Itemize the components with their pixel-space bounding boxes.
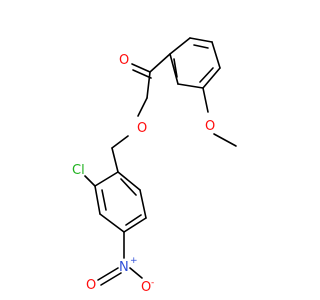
methoxy-oxygen-label: O [205,119,215,134]
bond [149,53,171,73]
bond [97,267,119,281]
bond [202,67,221,89]
bond [199,67,214,83]
bond [132,69,152,79]
bond [177,83,204,89]
bond [137,97,148,117]
methoxy-group [202,87,237,147]
chloronitrophenyl-ring [94,147,147,233]
chlorine-label: Cl [72,163,85,178]
chlorine-bond [84,175,96,187]
nitro-group [97,231,143,286]
bond [120,178,137,196]
bond [129,267,143,279]
carbonyl-oxygen-label: O [119,53,129,68]
bond [99,213,125,233]
bond [213,133,237,147]
oxygen-charge: - [151,278,154,288]
nitro-nitrogen-label: N [119,260,129,275]
bond [173,58,178,78]
bond [94,171,119,187]
bond [125,214,142,226]
bond [169,37,191,55]
bond [100,272,122,286]
bond [169,53,179,85]
bond [111,147,119,173]
bond [111,135,129,149]
ester-group [111,53,171,149]
nitro-oxygen-top-label: O [86,278,96,293]
bond [146,71,151,99]
methoxyphenyl-ring [169,37,221,89]
molecule-structure-diagram: O O O Cl N + O O - [72,37,237,295]
nitro-oxygen-bottom-label: O [141,280,151,295]
bond [101,189,107,211]
bond [94,185,101,215]
bond [189,37,213,43]
nitrogen-charge: + [130,256,138,266]
bond [193,44,209,49]
bond [202,87,209,113]
bond [117,171,141,191]
bond [123,217,147,233]
bond [139,189,147,219]
ester-oxygen-label: O [137,121,147,136]
bond [131,63,151,73]
bond [211,41,221,69]
